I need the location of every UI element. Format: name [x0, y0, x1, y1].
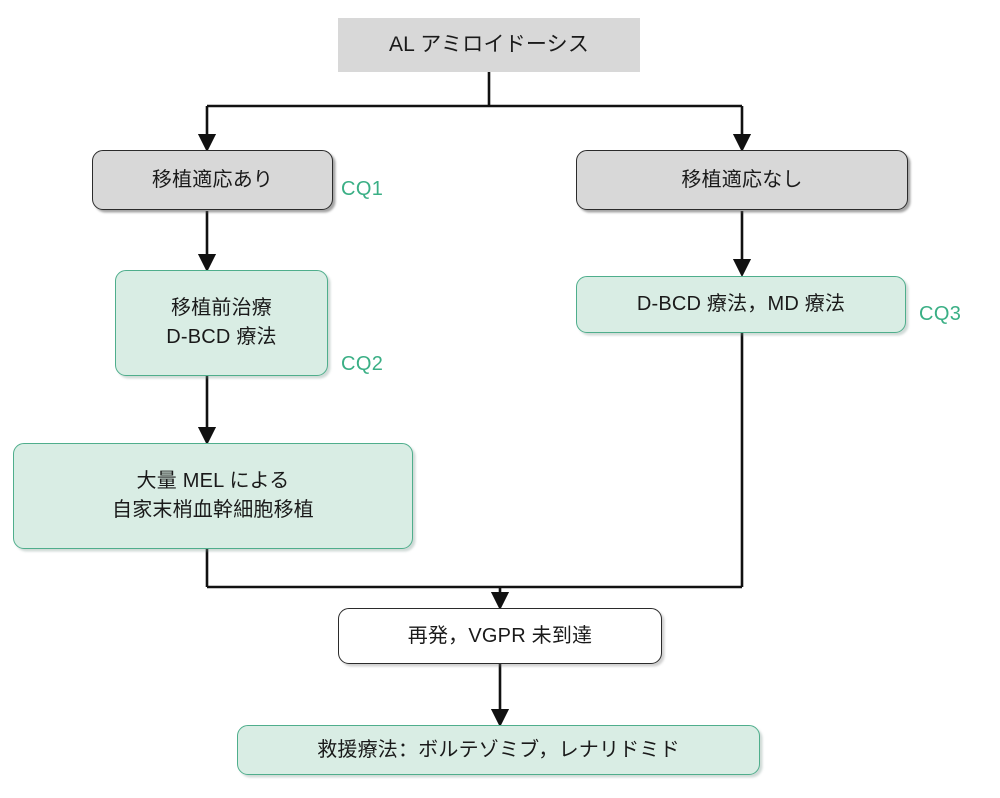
label-cq2: CQ2: [341, 353, 384, 375]
node-transplant-ineligible: 移植適応なし: [576, 150, 908, 210]
node-transplant-eligible: 移植適応あり: [92, 150, 333, 210]
label-cq1: CQ1: [341, 178, 384, 200]
node-salvage-therapy: 救援療法：ボルテゾミブ，レナリドミド: [237, 725, 760, 775]
node-conditioning-regimen: 移植前治療 D-BCD 療法: [115, 270, 328, 376]
label-cq3: CQ3: [919, 303, 962, 325]
node-relapse-no-vgpr: 再発，VGPR 未到達: [338, 608, 662, 664]
node-al-amyloidosis: AL アミロイドーシス: [338, 18, 640, 72]
node-nontransplant-therapy: D-BCD 療法，MD 療法: [576, 276, 906, 333]
node-auto-pbsct: 大量 MEL による 自家末梢血幹細胞移植: [13, 443, 413, 549]
